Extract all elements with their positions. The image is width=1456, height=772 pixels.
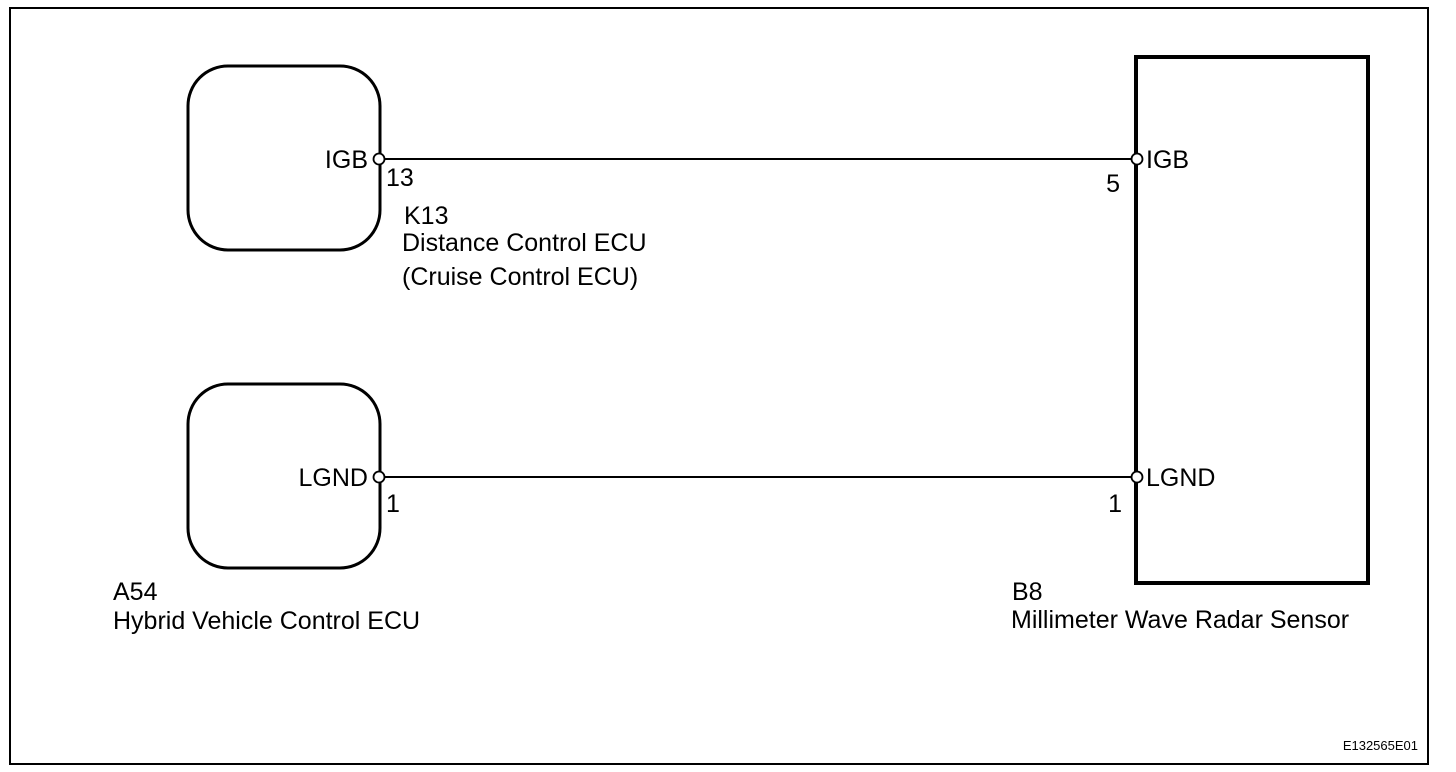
radar-bottom-pin-number: 1	[1108, 490, 1122, 518]
radar-top-pin-number: 5	[1106, 170, 1120, 198]
distance-ecu-pin-number: 13	[386, 164, 414, 192]
hybrid-ecu-connector-code: A54	[113, 578, 158, 606]
diagram-frame	[9, 7, 1429, 765]
radar-sensor-name: Millimeter Wave Radar Sensor	[1011, 606, 1349, 634]
figure-code: E132565E01	[1343, 738, 1418, 753]
distance-ecu-igb-terminal	[372, 152, 386, 166]
hybrid-ecu-name: Hybrid Vehicle Control ECU	[113, 607, 420, 635]
hybrid-ecu-lgnd-terminal	[372, 470, 386, 484]
radar-sensor-connector-code: B8	[1012, 578, 1043, 606]
hybrid-ecu-pin-number: 1	[386, 490, 400, 518]
distance-ecu-connector-code: K13	[404, 202, 448, 230]
distance-ecu-alt-name: (Cruise Control ECU)	[402, 263, 638, 291]
distance-ecu-name: Distance Control ECU	[402, 229, 647, 257]
radar-top-terminal-label: IGB	[1146, 146, 1189, 174]
distance-ecu-terminal-label: IGB	[325, 146, 368, 174]
radar-igb-terminal	[1130, 152, 1144, 166]
radar-sensor-box	[1134, 55, 1370, 585]
hybrid-ecu-terminal-label: LGND	[299, 464, 368, 492]
radar-bottom-terminal-label: LGND	[1146, 464, 1215, 492]
radar-lgnd-terminal	[1130, 470, 1144, 484]
